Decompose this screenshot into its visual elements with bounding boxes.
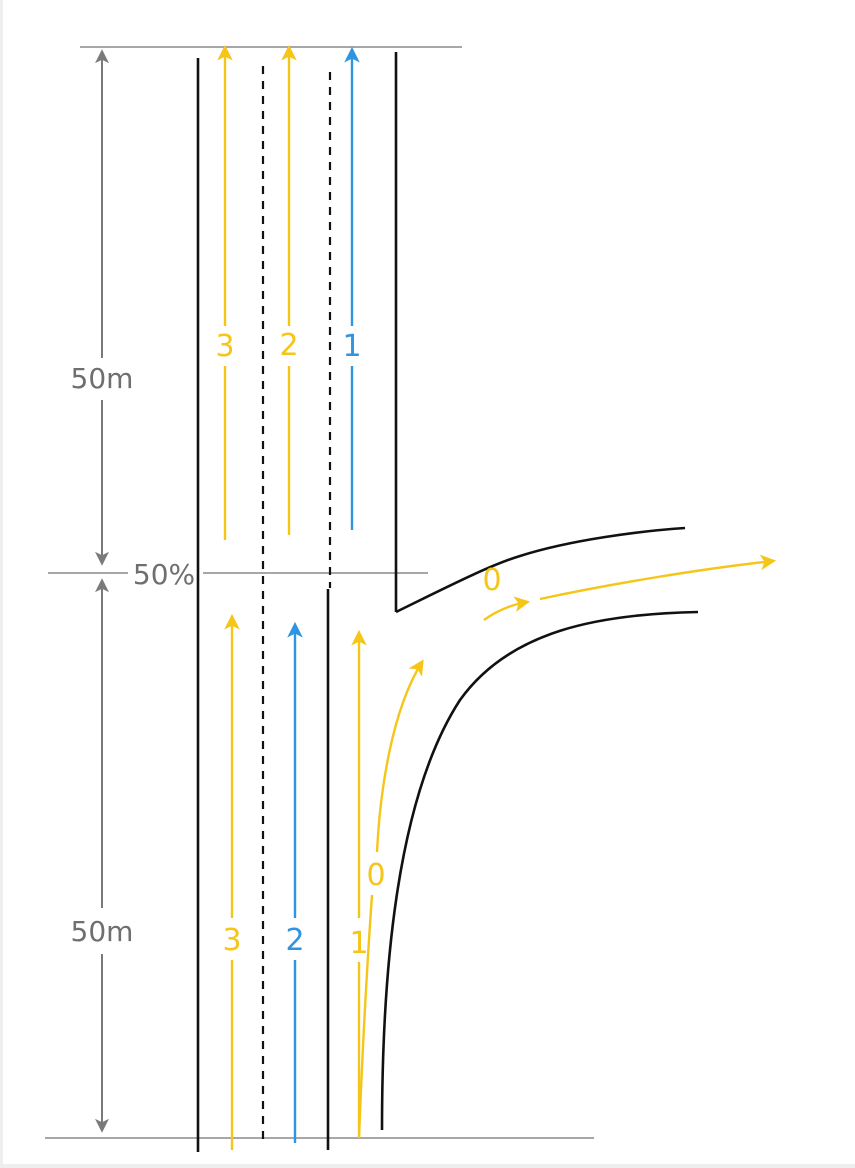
ramp-lane-label: 0 — [366, 858, 385, 893]
ramp-lower-edge — [380, 610, 699, 1131]
upper-lane-2-label: 2 — [279, 328, 298, 363]
ramp-lane-arrow-upper — [375, 659, 424, 853]
lower-lane-3-label: 3 — [222, 923, 241, 958]
exit-long-arrow — [539, 554, 777, 601]
upper-lane-3-label: 3 — [215, 329, 234, 364]
lower-lane-2-label: 2 — [285, 923, 304, 958]
lower-lane-1-label: 1 — [349, 926, 368, 961]
ramp-upper-edge — [395, 526, 686, 614]
upper-length-label: 50m — [71, 362, 134, 395]
exit-short-arrow — [483, 596, 531, 621]
left-edge-strip — [0, 0, 3, 1168]
ramp-lane-arrow-lower — [357, 894, 374, 1139]
exit-lane-label: 0 — [482, 563, 501, 598]
bottom-edge-strip — [0, 1164, 855, 1168]
upper-lane-1-label: 1 — [342, 329, 361, 364]
midpoint-label: 50% — [133, 558, 195, 591]
lower-length-label: 50m — [71, 915, 134, 948]
